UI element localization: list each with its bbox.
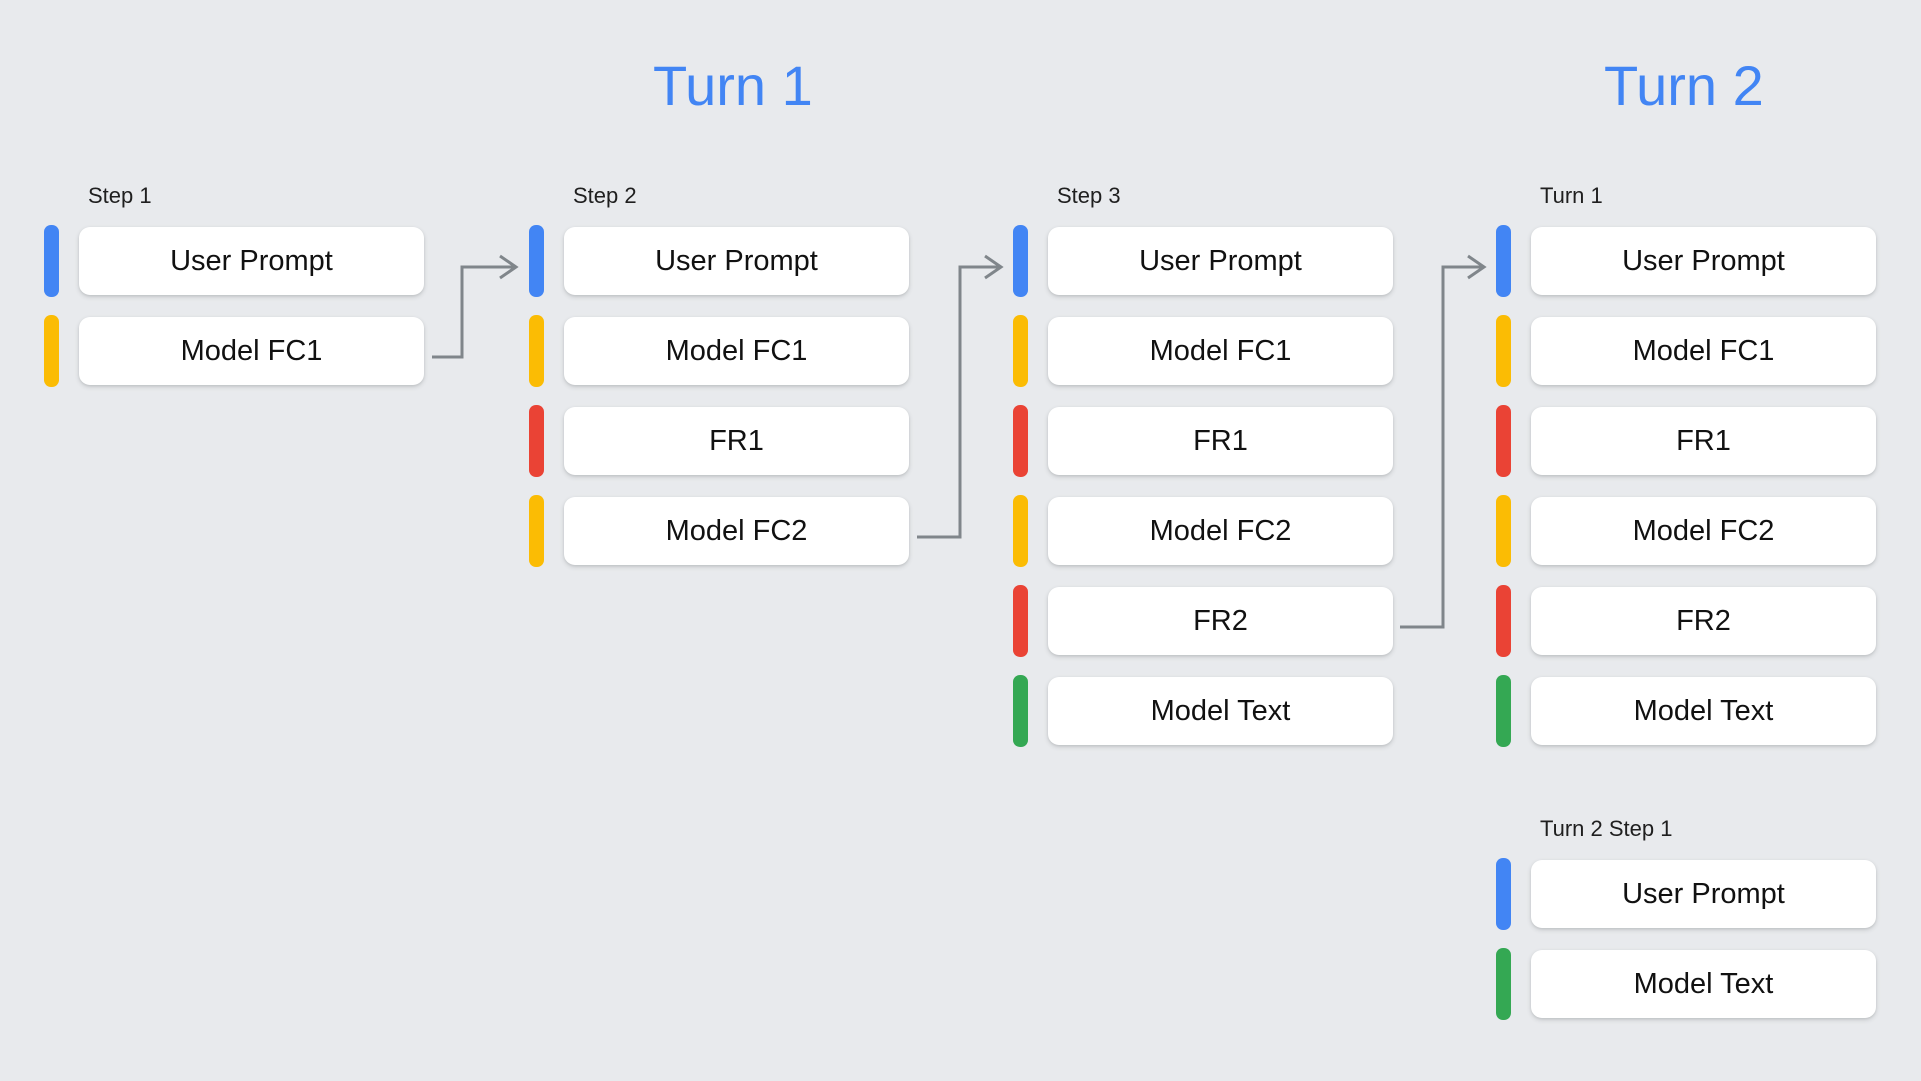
role-bar-user [1496, 858, 1511, 930]
arrow-step2-to-step3 [917, 254, 1004, 539]
card-user-prompt[interactable]: User Prompt [79, 227, 424, 295]
role-bar-model-fc [44, 315, 59, 387]
card-label: FR2 [1193, 604, 1248, 637]
card-label: FR1 [709, 424, 764, 457]
role-bar-model-fc [529, 315, 544, 387]
card-label: Model FC1 [180, 334, 323, 367]
card-model-text[interactable]: Model Text [1048, 677, 1393, 745]
column-label-step-3: Step 3 [1057, 183, 1121, 208]
card-model-fc1[interactable]: Model FC1 [1531, 317, 1876, 385]
card-label: Model Text [1633, 694, 1774, 727]
card-label: Model Text [1150, 694, 1291, 727]
card-label: User Prompt [1139, 244, 1302, 277]
card-user-prompt[interactable]: User Prompt [1048, 227, 1393, 295]
card-label: User Prompt [655, 244, 818, 277]
card-model-text[interactable]: Model Text [1531, 677, 1876, 745]
card-user-prompt[interactable]: User Prompt [1531, 227, 1876, 295]
card-model-text[interactable]: Model Text [1531, 950, 1876, 1018]
column-label-step-1: Step 1 [88, 183, 152, 208]
role-bar-function-response [1496, 585, 1511, 657]
card-label: User Prompt [1622, 877, 1785, 910]
role-bar-model-fc [1496, 315, 1511, 387]
card-label: Model FC2 [1632, 514, 1775, 547]
card-fr1[interactable]: FR1 [1531, 407, 1876, 475]
arrow-step1-to-step2 [432, 254, 519, 359]
card-fr2[interactable]: FR2 [1048, 587, 1393, 655]
card-label: FR1 [1676, 424, 1731, 457]
role-bar-function-response [1013, 585, 1028, 657]
role-bar-model-text [1496, 948, 1511, 1020]
card-model-fc2[interactable]: Model FC2 [1048, 497, 1393, 565]
card-label: Model FC2 [665, 514, 808, 547]
card-label: Model FC2 [1149, 514, 1292, 547]
role-bar-function-response [1013, 405, 1028, 477]
card-model-fc2[interactable]: Model FC2 [1531, 497, 1876, 565]
column-label-turn-1: Turn 1 [1540, 183, 1603, 208]
card-user-prompt[interactable]: User Prompt [564, 227, 909, 295]
role-bar-model-fc [1496, 495, 1511, 567]
card-fr1[interactable]: FR1 [1048, 407, 1393, 475]
role-bar-model-text [1013, 675, 1028, 747]
role-bar-function-response [1496, 405, 1511, 477]
column-label-turn-2-step-1: Turn 2 Step 1 [1540, 816, 1673, 841]
card-model-fc1[interactable]: Model FC1 [1048, 317, 1393, 385]
card-label: Model FC1 [1632, 334, 1775, 367]
card-label: FR1 [1193, 424, 1248, 457]
role-bar-function-response [529, 405, 544, 477]
section-title-turn-2: Turn 2 [1604, 54, 1764, 117]
role-bar-user [44, 225, 59, 297]
card-model-fc2[interactable]: Model FC2 [564, 497, 909, 565]
role-bar-model-text [1496, 675, 1511, 747]
card-user-prompt[interactable]: User Prompt [1531, 860, 1876, 928]
role-bar-user [529, 225, 544, 297]
card-fr2[interactable]: FR2 [1531, 587, 1876, 655]
card-label: Model FC1 [1149, 334, 1292, 367]
card-label: User Prompt [170, 244, 333, 277]
card-label: Model FC1 [665, 334, 808, 367]
role-bar-user [1013, 225, 1028, 297]
card-model-fc1[interactable]: Model FC1 [564, 317, 909, 385]
role-bar-model-fc [1013, 315, 1028, 387]
card-fr1[interactable]: FR1 [564, 407, 909, 475]
section-title-turn-1: Turn 1 [653, 54, 813, 117]
card-model-fc1[interactable]: Model FC1 [79, 317, 424, 385]
card-label: Model Text [1633, 967, 1774, 1000]
role-bar-model-fc [529, 495, 544, 567]
card-label: User Prompt [1622, 244, 1785, 277]
column-label-step-2: Step 2 [573, 183, 637, 208]
card-label: FR2 [1676, 604, 1731, 637]
role-bar-model-fc [1013, 495, 1028, 567]
role-bar-user [1496, 225, 1511, 297]
arrow-step3-to-turn1 [1400, 254, 1487, 629]
